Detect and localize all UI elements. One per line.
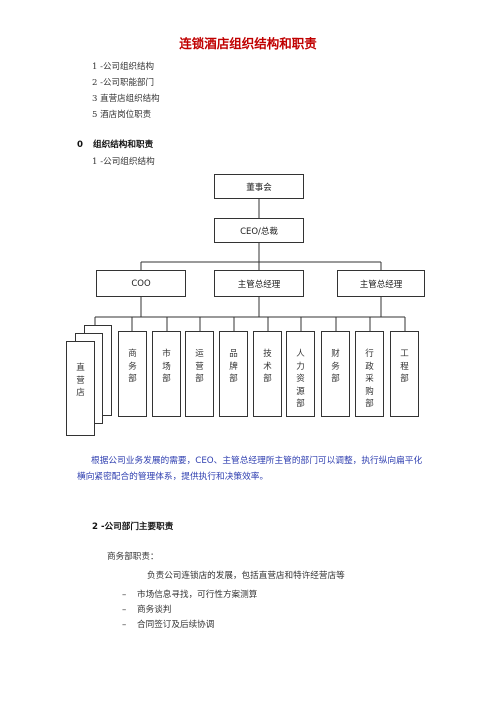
duty-bullet: –合同签订及后续协调 bbox=[122, 618, 214, 630]
org-node-store: 直 营 店 bbox=[66, 341, 95, 436]
org-dept-label: 人 力 资 源 部 bbox=[296, 349, 305, 409]
org-dept-node: 行 政 采 购 部 bbox=[355, 331, 384, 417]
section-title: 组织结构和职责 bbox=[93, 140, 154, 150]
org-dept-label: 品 牌 部 bbox=[229, 349, 238, 384]
duty-description: 负责公司连锁店的发展，包括直营店和特许经营店等 bbox=[147, 571, 345, 581]
org-dept-label: 工 程 部 bbox=[400, 349, 409, 384]
document-title: 连锁酒店组织结构和职责 bbox=[179, 36, 317, 51]
org-dept-node: 财 务 部 bbox=[321, 331, 350, 417]
org-dept-node: 工 程 部 bbox=[390, 331, 419, 417]
org-dept-node: 市 场 部 bbox=[152, 331, 181, 417]
section-number: 0 bbox=[77, 140, 83, 150]
toc-item[interactable]: 1 -公司组织结构 bbox=[92, 62, 154, 72]
org-node-gm-1: 主管总经理 bbox=[214, 270, 304, 297]
section-heading-2: 2 -公司部门主要职责 bbox=[92, 522, 174, 532]
org-dept-label: 商 务 部 bbox=[128, 349, 137, 384]
bullet-dash: – bbox=[122, 590, 127, 600]
org-dept-node: 品 牌 部 bbox=[219, 331, 248, 417]
bullet-dash: – bbox=[122, 620, 127, 630]
bullet-text: 合同签订及后续协调 bbox=[137, 620, 215, 630]
duty-bullet: –商务谈判 bbox=[122, 603, 171, 615]
bullet-text: 市场信息寻找，可行性方案测算 bbox=[137, 590, 258, 600]
org-node-label: 直 营 店 bbox=[76, 363, 85, 398]
org-dept-label: 运 营 部 bbox=[195, 349, 204, 384]
section-heading-0: 0 组织结构和职责 bbox=[77, 138, 153, 150]
duty-bullet: –市场信息寻找，可行性方案测算 bbox=[122, 588, 257, 600]
org-dept-node: 商 务 部 bbox=[118, 331, 147, 417]
bullet-text: 商务谈判 bbox=[137, 605, 172, 615]
org-node-coo: COO bbox=[96, 270, 186, 297]
toc-item[interactable]: 2 -公司职能部门 bbox=[92, 78, 154, 88]
org-node-ceo: CEO/总裁 bbox=[214, 218, 304, 243]
subsection-heading: 1 -公司组织结构 bbox=[92, 157, 155, 167]
org-dept-node: 技 术 部 bbox=[253, 331, 282, 417]
org-dept-label: 技 术 部 bbox=[263, 349, 272, 384]
org-dept-label: 市 场 部 bbox=[162, 349, 171, 384]
toc-item[interactable]: 3 直营店组织结构 bbox=[92, 94, 160, 104]
org-dept-label: 行 政 采 购 部 bbox=[365, 349, 374, 409]
org-node-board: 董事会 bbox=[214, 174, 304, 199]
toc-item[interactable]: 5 酒店岗位职责 bbox=[92, 110, 152, 120]
org-dept-node: 人 力 资 源 部 bbox=[286, 331, 315, 417]
org-dept-node: 运 营 部 bbox=[185, 331, 214, 417]
org-node-gm-2: 主管总经理 bbox=[337, 270, 425, 297]
bullet-dash: – bbox=[122, 605, 127, 615]
duty-title: 商务部职责： bbox=[107, 552, 159, 562]
org-dept-label: 财 务 部 bbox=[331, 349, 340, 384]
org-note-paragraph: 根据公司业务发展的需要，CEO、主管总经理所主管的部门可以调整，执行纵向扁平化横… bbox=[77, 456, 423, 482]
